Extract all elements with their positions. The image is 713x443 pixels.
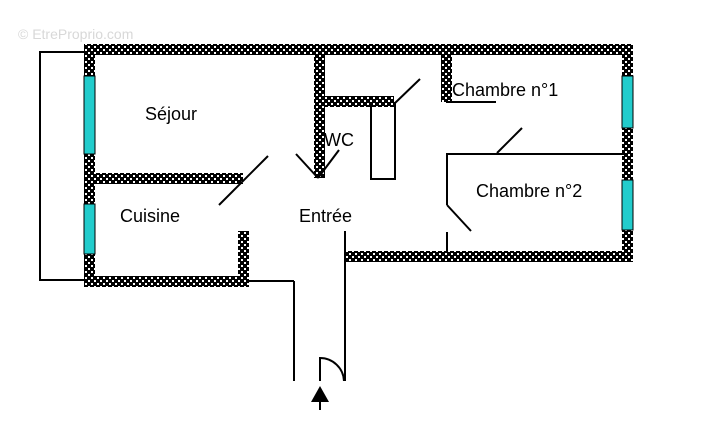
wall-left: [84, 44, 95, 287]
window-sejour: [83, 75, 96, 155]
thin-lines: [39, 51, 624, 381]
walls: [84, 44, 633, 287]
wall-chambre1-stub: [441, 44, 452, 102]
wall-wc-top: [314, 96, 394, 107]
door-chambre2: [446, 204, 472, 232]
wall-top: [84, 44, 633, 55]
window-cuisine: [83, 203, 96, 255]
wall-bottom-left: [84, 276, 249, 287]
window-chambre1: [621, 75, 634, 129]
door-wc-2: [317, 149, 340, 179]
label-cuisine: Cuisine: [120, 206, 180, 226]
label-chambre2: Chambre n°2: [476, 181, 582, 201]
door-wc: [295, 153, 319, 179]
wall-right: [622, 44, 633, 262]
wall-cuisine-stub: [238, 231, 249, 287]
label-entree: Entrée: [299, 206, 352, 226]
door-closet: [393, 78, 421, 105]
arrow-up-icon: [311, 386, 329, 402]
window-chambre2: [621, 179, 634, 231]
wall-wc-left: [314, 44, 325, 178]
label-chambre1: Chambre n°1: [452, 80, 558, 100]
label-sejour: Séjour: [145, 104, 197, 124]
watermark: © EtreProprio.com: [18, 26, 133, 42]
door-entrance: [319, 356, 345, 382]
wall-bottom-right: [345, 251, 633, 262]
balcony-outline: [39, 51, 84, 281]
door-sejour: [218, 155, 269, 206]
wall-sejour-cuisine: [84, 173, 243, 184]
partition-chambre2: [446, 153, 624, 205]
doors: [218, 78, 523, 382]
closet-box: [370, 102, 396, 180]
label-wc: WC: [324, 130, 354, 150]
door-chambre1: [496, 127, 523, 154]
windows: [83, 75, 634, 255]
